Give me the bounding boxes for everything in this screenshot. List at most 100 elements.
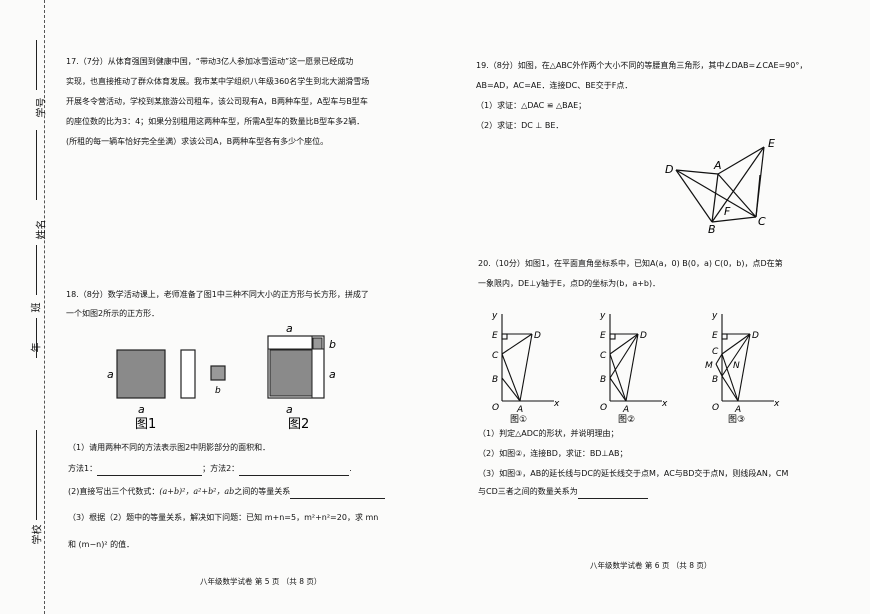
small-square bbox=[210, 365, 226, 381]
svg-text:O: O bbox=[492, 403, 499, 413]
q20-sub1: （1）判定△ADC的形状，并说明理由； bbox=[478, 429, 619, 438]
svg-text:C: C bbox=[712, 347, 719, 357]
svg-text:M: M bbox=[705, 361, 713, 371]
q19-sub1: （1）求证：△DAC ≌ △BAE； bbox=[476, 101, 587, 110]
svg-text:y: y bbox=[491, 311, 498, 321]
name-label: 姓名 bbox=[36, 219, 48, 240]
svg-text:N: N bbox=[733, 361, 740, 371]
svg-text:y: y bbox=[711, 311, 718, 321]
point-D: D bbox=[665, 163, 673, 176]
school-blank[interactable] bbox=[36, 430, 37, 520]
method1-label: 方法1： bbox=[68, 464, 98, 473]
fig2-label-b-right: b bbox=[329, 338, 336, 351]
q18-line1: 18.（8分）数学活动课上，老师准备了图1中三种不同大小的正方形与长方形，拼成了 bbox=[66, 290, 369, 299]
fig2-shade-b bbox=[312, 337, 323, 350]
fig20-2-caption: 图② bbox=[618, 414, 635, 424]
q18-sub2-prefix: (2)直接写出三个代数式： bbox=[68, 487, 160, 496]
q20-sub2: （2）如图②，连接BD，求证：BD⊥AB； bbox=[478, 449, 628, 458]
grade-label: 年 bbox=[31, 342, 43, 353]
svg-text:B: B bbox=[712, 375, 718, 385]
svg-text:E: E bbox=[712, 331, 718, 341]
q20-figure-1: y x O A B C E D 图① bbox=[491, 311, 560, 424]
q17-line2: 实现，也直接推动了群众体育发展。我市某中学组织八年级360名学生到北大湖滑雪场 bbox=[66, 77, 370, 86]
fig2-label-a-bottom: a bbox=[286, 403, 293, 416]
label-a-left: a bbox=[107, 368, 114, 381]
fig2-shade-a bbox=[269, 349, 313, 397]
student-id-label: 学号 bbox=[36, 97, 48, 118]
point-A: A bbox=[713, 159, 722, 172]
svg-text:A: A bbox=[516, 405, 523, 415]
svg-text:C: C bbox=[492, 351, 499, 361]
binding-sidebar: 学号 姓名 班 年 学校 bbox=[0, 0, 52, 614]
q18-sub2-suffix: 之间的等量关系 bbox=[234, 487, 291, 496]
fig2-label-a-right: a bbox=[329, 368, 336, 381]
svg-text:E: E bbox=[600, 331, 606, 341]
big-square bbox=[116, 349, 166, 399]
svg-text:C: C bbox=[600, 351, 607, 361]
fig1-caption: 图1 bbox=[135, 417, 156, 432]
q19-sub2: （2）求证：DC ⊥ BE． bbox=[476, 121, 564, 130]
fig20-1-caption: 图① bbox=[510, 414, 527, 424]
point-E: E bbox=[768, 137, 775, 150]
student-id-blank[interactable] bbox=[36, 40, 37, 90]
svg-text:O: O bbox=[712, 403, 719, 413]
q17-line1: 17.（7分）从体育强国到健康中国，“带动3亿人参加冰雪运动”这一愿景已经成功 bbox=[66, 57, 354, 66]
svg-text:x: x bbox=[553, 399, 560, 409]
q18-figures: a a b 图1 a b a a 图2 bbox=[107, 322, 336, 432]
svg-text:x: x bbox=[661, 399, 668, 409]
q18-sub3-line1: （3）根据（2）题中的等量关系，解决如下问题：已知 m+n=5，m²+n²=20… bbox=[68, 513, 379, 522]
svg-text:D: D bbox=[752, 331, 759, 341]
label-b-small: b bbox=[215, 386, 221, 396]
svg-text:x: x bbox=[773, 399, 780, 409]
q18-relation-blank[interactable] bbox=[290, 488, 386, 499]
q18-sub1: （1）请用两种不同的方法表示图2中阴影部分的面积和． bbox=[68, 443, 271, 452]
point-B: B bbox=[708, 223, 716, 235]
q19-triangle-figure: D A E F B C bbox=[665, 137, 775, 235]
svg-text:D: D bbox=[640, 331, 647, 341]
q20-line1: 20.（10分）如图1，在平面直角坐标系中，已知A(a，0) B(0，a) C(… bbox=[478, 259, 783, 268]
point-F: F bbox=[724, 205, 731, 218]
svg-text:O: O bbox=[600, 403, 607, 413]
q20-figure-2: y x O A B C E D 图② bbox=[599, 311, 668, 424]
q19-line2: AB=AD，AC=AE．连接DC、BE交于F点． bbox=[476, 81, 633, 90]
q19-line1: 19.（8分）如图，在△ABC外作两个大小不同的等腰直角三角形，其中∠DAB=∠… bbox=[476, 61, 808, 70]
fig2-label-a-top: a bbox=[286, 322, 293, 335]
svg-text:D: D bbox=[534, 331, 541, 341]
right-footer: 八年级数学试卷 第 6 页 （共 8 页） bbox=[590, 561, 712, 570]
svg-text:A: A bbox=[734, 405, 741, 415]
name-blank[interactable] bbox=[36, 130, 37, 200]
svg-text:E: E bbox=[492, 331, 498, 341]
q18-methods: 方法1：；方法2：. bbox=[68, 461, 352, 476]
svg-text:B: B bbox=[600, 375, 606, 385]
q18-sub2: (2)直接写出三个代数式：(a+b)²，a²+b²，ab之间的等量关系 bbox=[68, 484, 386, 499]
q17-line3: 开展冬令营活动，学校到某旅游公司租车，该公司现有A，B两种车型，A型车与B型车 bbox=[66, 97, 368, 106]
svg-text:y: y bbox=[599, 311, 606, 321]
q18-sub3-line2: 和 (m−n)² 的值． bbox=[68, 540, 135, 549]
q18-expressions: (a+b)²，a²+b²，ab bbox=[159, 487, 235, 496]
q20-relation-blank[interactable] bbox=[577, 488, 648, 499]
q20-sub3-line2: 与CD三者之间的数量关系为 bbox=[478, 484, 648, 499]
school-label: 学校 bbox=[32, 524, 44, 545]
q17-line5: (所租的每一辆车恰好完全坐满）求该公司A，B两种车型各有多少个座位。 bbox=[66, 137, 329, 146]
fig20-3-caption: 图③ bbox=[728, 414, 745, 424]
svg-text:B: B bbox=[492, 375, 498, 385]
label-a-bottom: a bbox=[138, 403, 145, 416]
method2-label: ；方法2： bbox=[202, 464, 240, 473]
class-label: 班 bbox=[31, 302, 43, 313]
rectangle-piece bbox=[180, 349, 196, 399]
svg-text:A: A bbox=[622, 405, 629, 415]
q18-line2: 一个如图2所示的正方形． bbox=[66, 309, 160, 318]
q20-sub3-line1: （3）如图③，AB的延长线与DC的延长线交于点M，AC与BD交于点N，则线段AN… bbox=[478, 469, 789, 478]
q20-line2: 一象限内，DE⊥y轴于E，点D的坐标为(b，a+b)． bbox=[478, 279, 661, 288]
method1-answer-blank[interactable] bbox=[97, 465, 203, 476]
class-blank[interactable] bbox=[36, 245, 37, 295]
method2-answer-blank[interactable] bbox=[239, 465, 350, 476]
q20-figure-3: y x O A B C E D M N 图③ bbox=[705, 311, 780, 424]
grade-blank[interactable] bbox=[36, 318, 37, 358]
seal-line bbox=[44, 0, 46, 614]
fig2-caption: 图2 bbox=[288, 417, 309, 432]
q17-line4: 的座位数的比为3：4；如果分别租用这两种车型，所需A型车的数量比B型车多2辆． bbox=[66, 117, 365, 126]
left-footer: 八年级数学试卷 第 5 页 （共 8 页） bbox=[200, 577, 322, 586]
point-C: C bbox=[758, 215, 766, 228]
